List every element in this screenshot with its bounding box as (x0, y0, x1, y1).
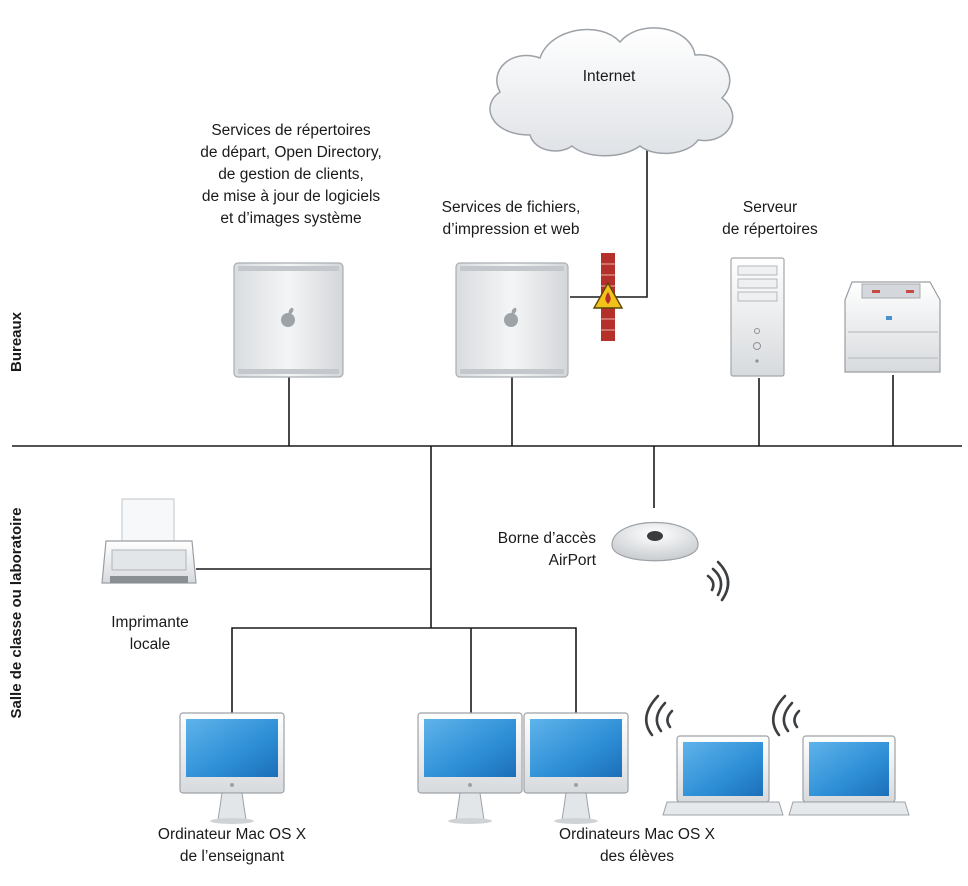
server-left-label-line: de départ, Open Directory, (200, 144, 382, 161)
link-internet (570, 140, 648, 298)
student-laptop-2-icon (788, 735, 910, 816)
network-printer-icon (844, 281, 941, 373)
airport-base-station-icon (611, 522, 699, 562)
server-mid-icon (455, 262, 569, 378)
student-laptop-1-icon (662, 735, 784, 816)
server-left-label-line: et d’images système (220, 210, 362, 227)
student-macs-label-line: Ordinateurs Mac OS X (559, 826, 715, 843)
local-printer-label-line: Imprimante (111, 614, 189, 631)
server-mid-label: Services de fichiers, d’impression et we… (410, 197, 612, 241)
zone-label-offices: Bureaux (8, 311, 25, 373)
link-desktops (231, 627, 577, 716)
internet-label: Internet (582, 68, 636, 85)
teacher-imac-icon (179, 712, 285, 824)
directory-server-icon (730, 257, 785, 377)
connection-lines (12, 140, 962, 716)
directory-server-label-line: Serveur (742, 199, 798, 216)
airport-label-line: AirPort (548, 552, 596, 569)
server-left-label-line: de gestion de clients, (218, 166, 364, 183)
airport-label-line: Borne d’accès (497, 530, 596, 547)
directory-server-label-line: de répertoires (722, 221, 818, 238)
airport-label: Borne d’accès AirPort (470, 528, 596, 572)
laptop-1-wifi-icon (644, 694, 674, 737)
laptop-2-wifi-icon (771, 694, 801, 737)
directory-server-label: Serveur de répertoires (700, 197, 840, 241)
student-imac-1-icon (417, 712, 523, 824)
server-left-icon (233, 262, 344, 378)
teacher-mac-label: Ordinateur Mac OS X de l’enseignant (132, 824, 332, 868)
student-macs-label: Ordinateurs Mac OS X des élèves (532, 824, 742, 868)
server-left-label-line: Services de répertoires (211, 122, 371, 139)
local-printer-icon (101, 498, 197, 584)
local-printer-label: Imprimante locale (88, 612, 212, 656)
student-imac-2-icon (523, 712, 629, 824)
warning-icon (592, 281, 624, 309)
server-mid-label-line: d’impression et web (442, 221, 580, 238)
server-mid-label-line: Services de fichiers, (441, 199, 581, 216)
local-printer-label-line: locale (129, 636, 171, 653)
internet-cloud-icon (489, 27, 734, 157)
teacher-mac-label-line: Ordinateur Mac OS X (157, 826, 307, 843)
server-left-label-line: de mise à jour de logiciels (201, 188, 381, 205)
zone-label-classroom: Salle de classe ou laboratoire (8, 507, 25, 719)
server-left-label: Services de répertoires de départ, Open … (160, 120, 422, 230)
student-macs-label-line: des élèves (599, 848, 675, 865)
airport-wifi-icon (706, 560, 730, 602)
teacher-mac-label-line: de l’enseignant (179, 848, 285, 865)
